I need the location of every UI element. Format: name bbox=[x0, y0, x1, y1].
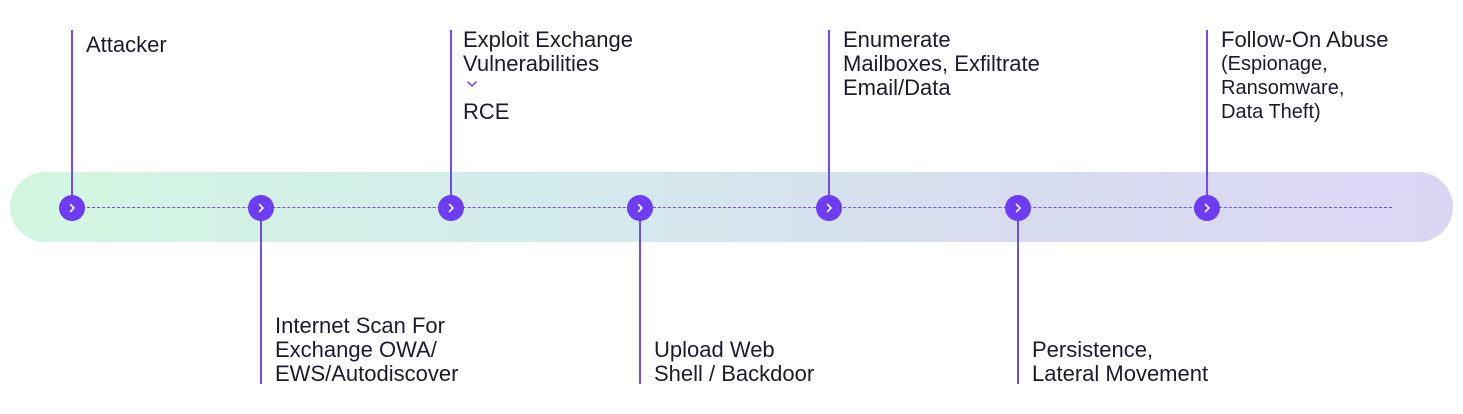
stem-followon bbox=[1206, 30, 1208, 196]
label-exploit: Exploit Exchange Vulnerabilities RCE bbox=[463, 28, 633, 124]
step-detail-line: Data Theft) bbox=[1221, 101, 1321, 123]
step-detail-line: Ransomware, bbox=[1221, 77, 1345, 99]
label-scan: Internet Scan For Exchange OWA/ EWS/Auto… bbox=[275, 314, 458, 386]
chevron-right-icon bbox=[69, 203, 75, 213]
chevron-right-icon bbox=[1204, 203, 1210, 213]
stem-persistence bbox=[1017, 219, 1019, 384]
label-followon: Follow-On Abuse (Espionage, Ransomware, … bbox=[1221, 28, 1389, 124]
label-attacker: Attacker bbox=[86, 33, 167, 57]
stem-enumerate bbox=[828, 30, 830, 196]
stem-webshell bbox=[639, 219, 641, 384]
node-followon bbox=[1194, 195, 1220, 221]
step-sub-line: RCE bbox=[463, 99, 510, 124]
timeline-connector bbox=[72, 207, 1392, 208]
step-line: Shell / Backdoor bbox=[654, 361, 815, 386]
step-detail-line: (Espionage, bbox=[1221, 53, 1328, 75]
step-line: Lateral Movement bbox=[1032, 361, 1209, 386]
step-line: Persistence, bbox=[1032, 337, 1154, 362]
label-enumerate: Enumerate Mailboxes, Exfiltrate Email/Da… bbox=[843, 28, 1040, 100]
step-line: EWS/Autodiscover bbox=[275, 361, 459, 386]
stem-scan bbox=[260, 219, 262, 384]
stem-exploit bbox=[450, 30, 452, 196]
label-persistence: Persistence, Lateral Movement bbox=[1032, 338, 1208, 386]
chevron-right-icon bbox=[1015, 203, 1021, 213]
chevron-right-icon bbox=[637, 203, 643, 213]
chevron-right-icon bbox=[258, 203, 264, 213]
step-line: Exploit Exchange bbox=[463, 27, 633, 52]
node-enumerate bbox=[816, 195, 842, 221]
node-scan bbox=[248, 195, 274, 221]
step-line: Email/Data bbox=[843, 75, 951, 100]
stem-attacker bbox=[71, 30, 73, 196]
step-line: Follow-On Abuse bbox=[1221, 27, 1389, 52]
step-line: Upload Web bbox=[654, 337, 775, 362]
step-line: Mailboxes, Exfiltrate bbox=[843, 51, 1040, 76]
chevron-right-icon bbox=[826, 203, 832, 213]
node-webshell bbox=[627, 195, 653, 221]
node-persistence bbox=[1005, 195, 1031, 221]
chevron-down-icon bbox=[463, 76, 633, 100]
step-line: Internet Scan For bbox=[275, 313, 445, 338]
step-line: Vulnerabilities bbox=[463, 51, 600, 76]
chevron-right-icon bbox=[448, 203, 454, 213]
node-attacker bbox=[59, 195, 85, 221]
step-line: Exchange OWA/ bbox=[275, 337, 437, 362]
label-webshell: Upload Web Shell / Backdoor bbox=[654, 338, 814, 386]
step-line: Attacker bbox=[86, 32, 167, 57]
node-exploit bbox=[438, 195, 464, 221]
step-line: Enumerate bbox=[843, 27, 951, 52]
